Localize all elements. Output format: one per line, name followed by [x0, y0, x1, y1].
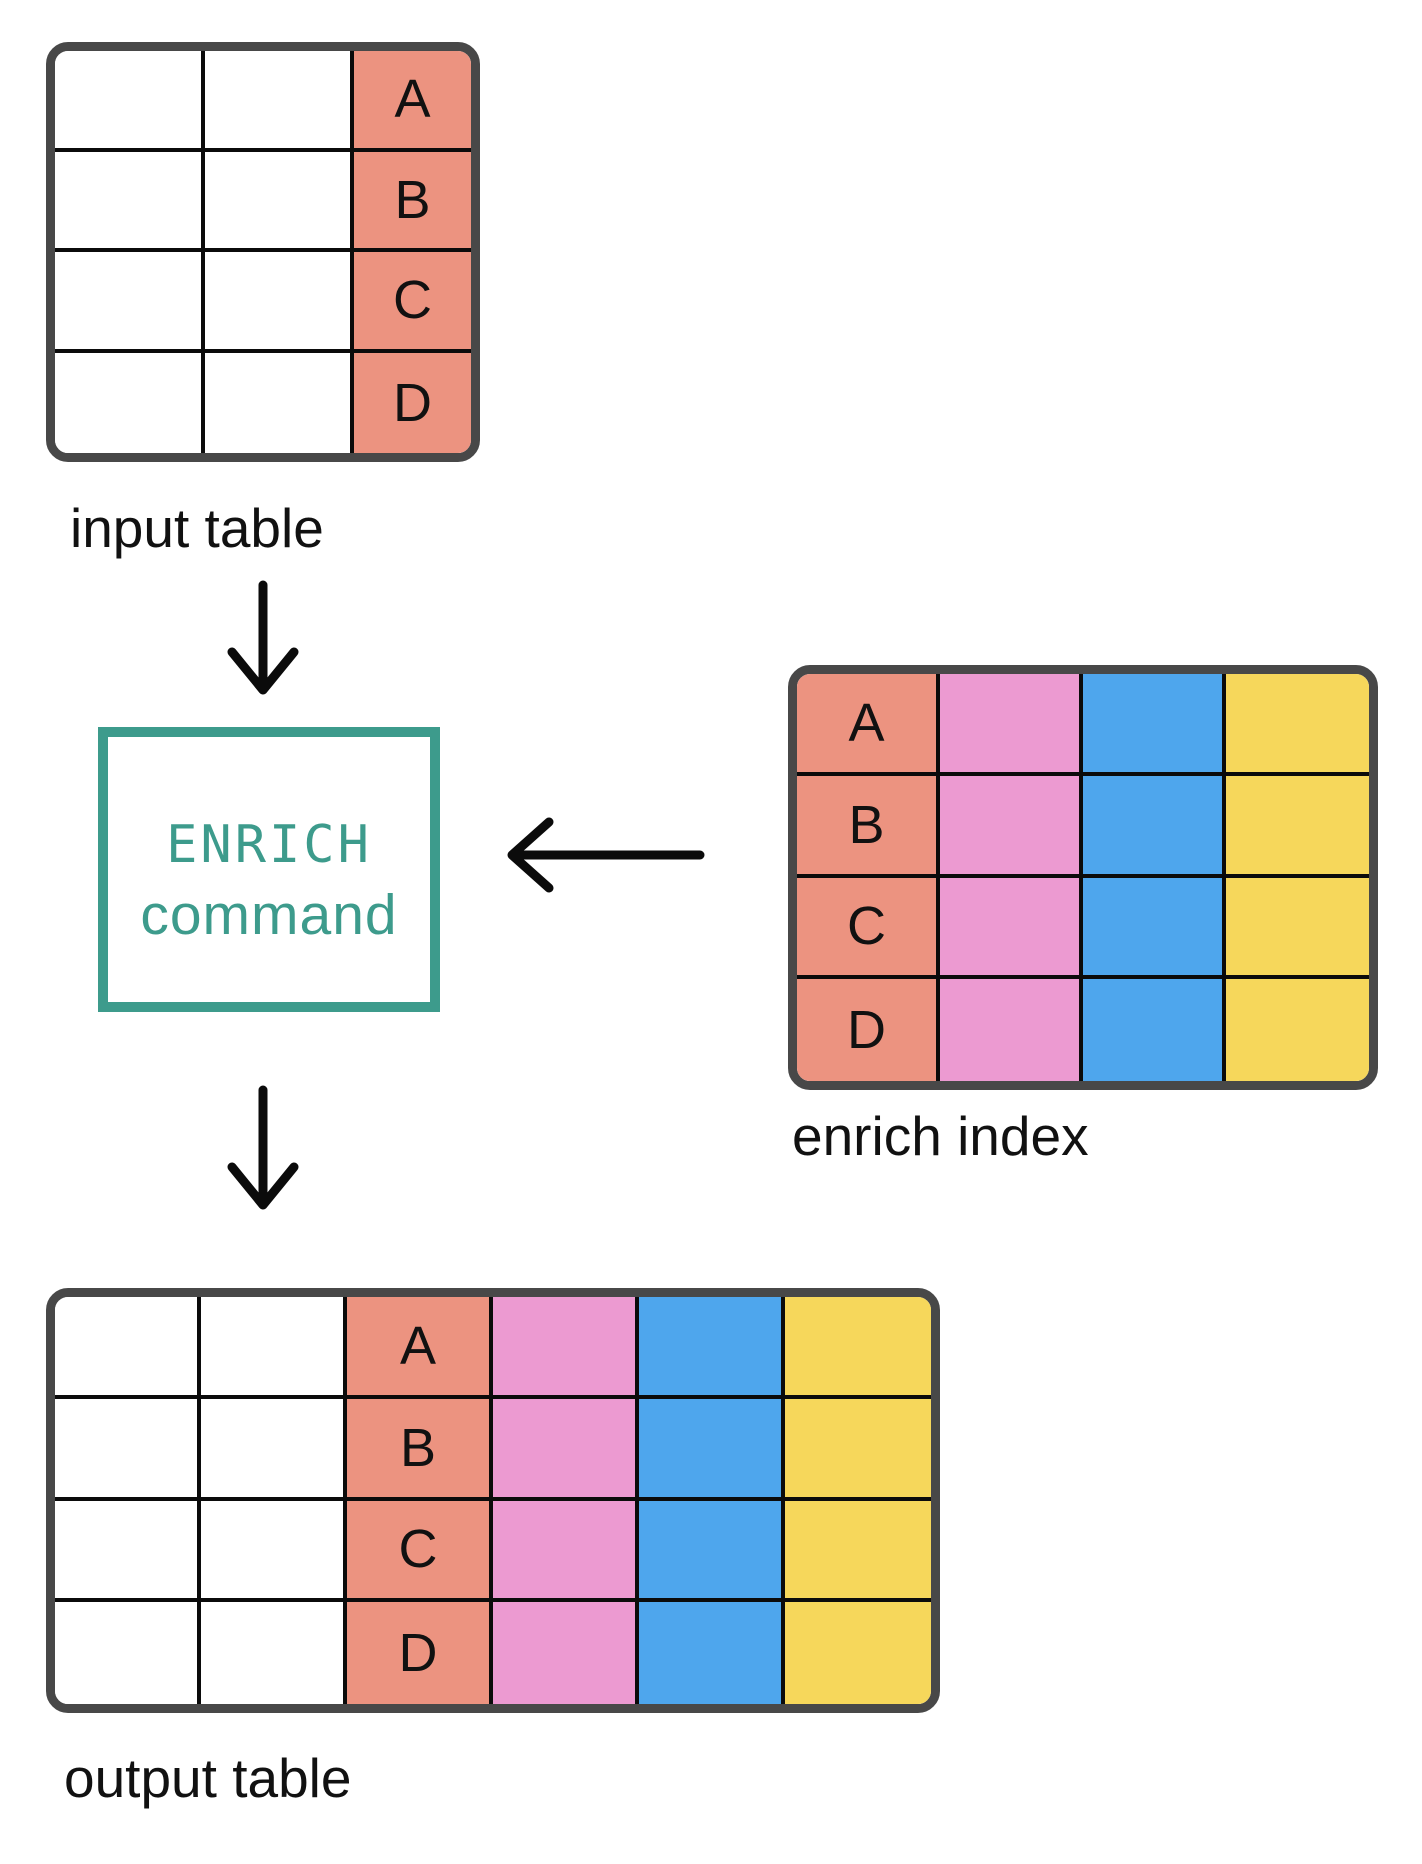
table-cell [639, 1602, 785, 1704]
table-cell [1083, 877, 1226, 980]
input-table-label: input table [70, 497, 324, 559]
table-cell [55, 51, 205, 152]
table-cell [493, 1297, 639, 1399]
table-cell [940, 877, 1083, 980]
table-cell: A [347, 1297, 493, 1399]
arrow-down-input-to-command-icon [227, 580, 299, 695]
table-cell: C [797, 877, 940, 980]
table-cell: B [354, 151, 471, 252]
table-cell [55, 352, 205, 453]
table-cell [940, 674, 1083, 776]
table-cell [1083, 674, 1226, 776]
table-cell: C [354, 252, 471, 353]
enrich-command-box: ENRICH command [98, 727, 440, 1012]
table-cell [1226, 979, 1369, 1081]
table-cell [201, 1297, 347, 1399]
table-cell [1083, 775, 1226, 878]
table-cell [1226, 674, 1369, 776]
table-cell: A [354, 51, 471, 152]
table-cell [940, 979, 1083, 1081]
table-cell [205, 352, 354, 453]
table-cell [205, 252, 354, 353]
table-cell [785, 1297, 931, 1399]
arrow-left-index-to-command-icon [507, 817, 705, 893]
table-cell [205, 51, 354, 152]
output-table-label: output table [64, 1747, 352, 1809]
table-cell [201, 1602, 347, 1704]
table-cell [55, 1500, 201, 1603]
table-cell: A [797, 674, 940, 776]
table-cell [201, 1398, 347, 1501]
table-cell [493, 1500, 639, 1603]
enrich-command-word: command [140, 882, 398, 947]
table-cell [785, 1602, 931, 1704]
table-cell: D [354, 352, 471, 453]
table-cell: C [347, 1500, 493, 1603]
table-cell [55, 1297, 201, 1399]
table-cell [493, 1398, 639, 1501]
table-cell [55, 151, 205, 252]
table-cell: D [797, 979, 940, 1081]
table-cell: B [797, 775, 940, 878]
table-cell [1226, 775, 1369, 878]
table-cell [205, 151, 354, 252]
table-cell [1083, 979, 1226, 1081]
table-cell [1226, 877, 1369, 980]
table-cell [201, 1500, 347, 1603]
arrow-down-command-to-output-icon [227, 1085, 299, 1210]
enrich-index-label: enrich index [792, 1105, 1089, 1167]
table-cell [785, 1500, 931, 1603]
enrich-command-keyword: ENRICH [166, 814, 372, 875]
table-cell [55, 1398, 201, 1501]
table-cell [639, 1297, 785, 1399]
table-cell [55, 1602, 201, 1704]
table-cell: B [347, 1398, 493, 1501]
table-cell [785, 1398, 931, 1501]
table-cell [639, 1500, 785, 1603]
table-cell [55, 252, 205, 353]
table-cell: D [347, 1602, 493, 1704]
table-cell [493, 1602, 639, 1704]
table-cell [940, 775, 1083, 878]
table-cell [639, 1398, 785, 1501]
